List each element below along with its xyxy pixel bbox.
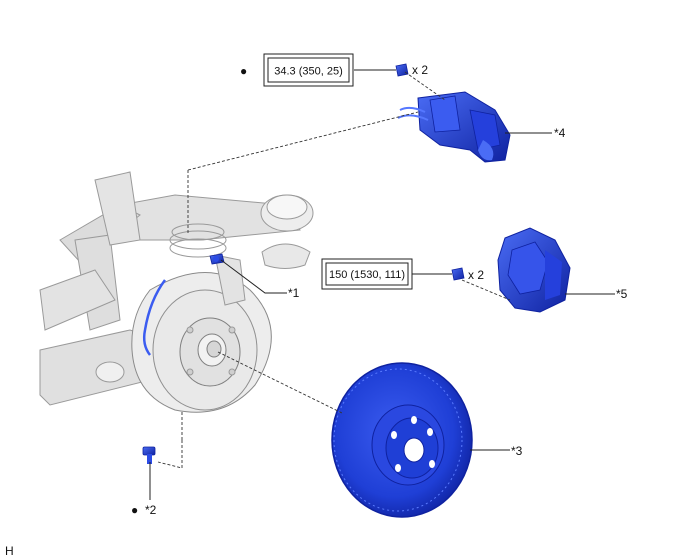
torque-box-mid: 150 (1530, 111)	[321, 258, 413, 290]
callout-4: *4	[554, 126, 566, 140]
corner-code: H	[5, 544, 14, 558]
part-1-bolt	[209, 253, 225, 265]
suspension-assembly	[39, 171, 314, 413]
torque-mid-text: 150 (1530, 111)	[329, 269, 405, 281]
torque-top-text: 34.3 (350, 25)	[274, 66, 343, 78]
part-5-bracket	[497, 227, 571, 313]
bullet-bottom: ●	[131, 503, 138, 517]
part-3-brake-disc	[331, 362, 473, 518]
torque-box-top: 34.3 (350, 25)	[263, 53, 354, 87]
callout-3: *3	[511, 444, 523, 458]
top-bolt	[395, 63, 409, 77]
brake-hose	[142, 279, 167, 356]
part-4-caliper	[397, 91, 511, 163]
leader-lines	[149, 69, 615, 500]
callout-2: *2	[145, 503, 157, 517]
qty-top: x 2	[412, 63, 428, 77]
callout-5: *5	[616, 287, 628, 301]
bullet-top: ●	[240, 64, 247, 78]
part-2-bolt	[142, 446, 156, 464]
alignment-lines	[157, 71, 511, 469]
callout-1: *1	[288, 286, 300, 300]
mid-bolt	[451, 267, 465, 281]
qty-mid: x 2	[468, 268, 484, 282]
